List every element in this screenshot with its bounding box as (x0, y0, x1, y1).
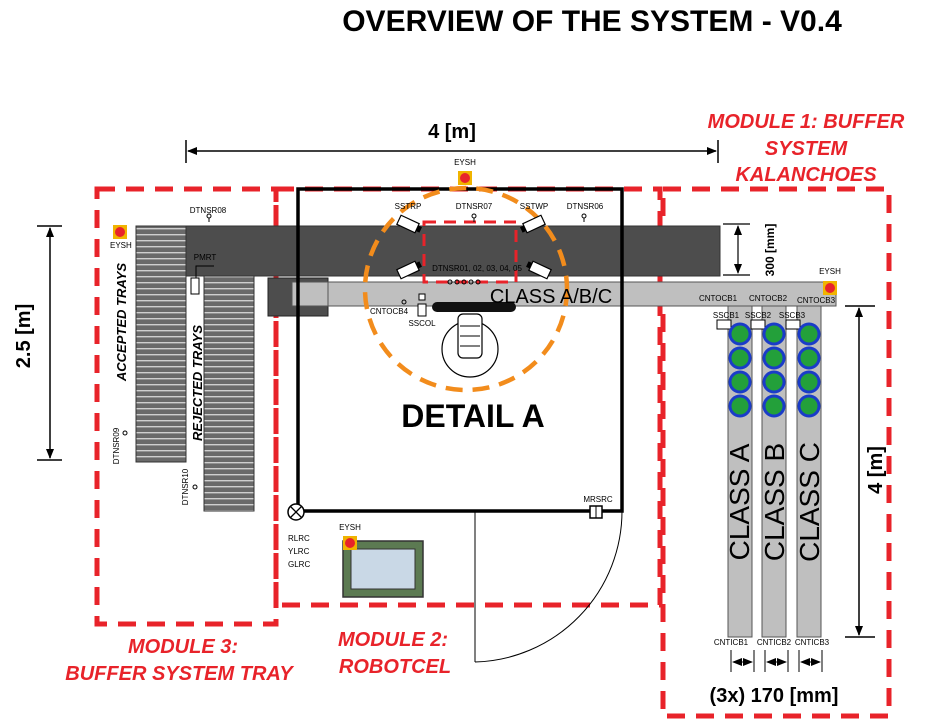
pmrt-label: PMRT (194, 253, 217, 262)
eysh-label: EYSH (819, 267, 841, 276)
sensor-cntocb4-icon (401, 299, 407, 305)
robot-icon (432, 302, 516, 378)
sscb1-icon (716, 319, 732, 330)
cntocb2-label: CNTOCB2 (749, 294, 788, 303)
sscb3-label: SSCB3 (779, 311, 806, 320)
conveyor-width-label: 300 [mm] (763, 224, 777, 277)
sscb2-label: SSCB2 (745, 311, 772, 320)
cnticb3-label: CNTICB3 (795, 638, 830, 647)
glrc-label: GLRC (288, 560, 310, 569)
door (474, 510, 623, 663)
dtnsr-group-label: DTNSR01, 02, 03, 04, 05 (432, 264, 522, 273)
camera-sstrp-icon (396, 214, 422, 234)
sscb1-label: SSCB1 (713, 311, 740, 320)
width-dimension-label: 4 [m] (428, 121, 476, 143)
rejected-trays-conveyor (203, 274, 255, 512)
eysh-label: EYSH (339, 523, 361, 532)
conveyor-width-dimension: 300 [mm] (723, 223, 777, 277)
detail-a-circle (362, 185, 570, 393)
control-cabinet-screen (350, 548, 416, 590)
emergency-stop-icon (823, 281, 837, 295)
class-a-pallets (728, 322, 752, 418)
top-conveyor (185, 225, 721, 277)
eysh-label: EYSH (454, 158, 476, 167)
mrsrc-label: MRSRC (583, 495, 613, 504)
sensor-dtnsr07-icon (471, 213, 477, 222)
emergency-stop-icon (113, 225, 127, 239)
cntocb1-label: CNTOCB1 (699, 294, 738, 303)
rejected-trays-label: REJECTED TRAYS (190, 325, 205, 441)
module-1-label-line1: MODULE 1: BUFFER (708, 111, 905, 133)
height-dimension-label: 2.5 [m] (13, 304, 35, 368)
emergency-stop-icon (458, 171, 472, 185)
sscb3-icon (785, 319, 801, 330)
module-3-label-line1: MODULE 3: (128, 636, 238, 658)
dtnsr07-label: DTNSR07 (456, 202, 493, 211)
module-2-label-line2: ROBOTCEL (339, 656, 451, 678)
sensor-dtnsr06-icon (581, 213, 587, 222)
accepted-trays-label: ACCEPTED TRAYS (114, 263, 129, 383)
dtnsr09-label: DTNSR09 (112, 427, 121, 464)
ylrc-label: YLRC (288, 547, 310, 556)
eysh-label: EYSH (110, 241, 132, 250)
sensor-dtnsr09-icon (122, 430, 128, 436)
camera-sstwp-icon (520, 214, 546, 234)
sstrp-label: SSTRP (395, 202, 422, 211)
class-c-pallets (797, 322, 821, 418)
length-dimension-label: 4 [m] (865, 446, 887, 494)
class-c-label: CLASS C (794, 442, 825, 562)
pmrt-sensor-icon (190, 265, 214, 295)
accepted-trays-conveyor (135, 225, 187, 463)
cntocb3-label: CNTOCB3 (797, 296, 836, 305)
dtnsr08-label: DTNSR08 (190, 206, 227, 215)
sensor-sscol-icon (417, 293, 427, 317)
page-title: OVERVIEW OF THE SYSTEM - V0.4 (342, 5, 842, 38)
cnticb1-label: CNTICB1 (714, 638, 749, 647)
detail-inner-boundary (422, 220, 518, 284)
module-3-label-line2: BUFFER SYSTEM TRAY (65, 663, 294, 685)
height-dimension: 2.5 [m] (13, 225, 62, 461)
module-2-label-line1: MODULE 2: (338, 629, 448, 651)
camera-left-icon (396, 260, 422, 280)
dtnsr10-label: DTNSR10 (181, 468, 190, 505)
class-b-label: CLASS B (759, 443, 790, 561)
class-b-pallets (762, 322, 786, 418)
rlrc-label: RLRC (288, 534, 310, 543)
module-1-label-line2: SYSTEM (765, 138, 849, 160)
dtnsr06-label: DTNSR06 (567, 202, 604, 211)
emergency-stop-icon (343, 536, 357, 550)
lane-width-dimension: (3x) 170 [mm] (710, 650, 839, 707)
width-dimension: 4 [m] (185, 121, 719, 163)
cnticb2-label: CNTICB2 (757, 638, 792, 647)
class-a-label: CLASS A (724, 443, 755, 560)
module-3-boundary (94, 186, 279, 627)
sscol-label: SSCOL (408, 319, 436, 328)
sensor-dtnsr10-icon (192, 484, 198, 490)
class-abc-label: CLASS A/B/C (490, 286, 612, 308)
camera-right-icon (526, 260, 552, 280)
cntocb4-label: CNTOCB4 (370, 307, 409, 316)
sstwp-label: SSTWP (520, 202, 548, 211)
module-1-label-line3: KALANCHOES (735, 164, 877, 186)
detail-a-label: DETAIL A (401, 398, 544, 434)
sensor-dtnsr08-icon (206, 213, 212, 222)
lane-width-label: (3x) 170 [mm] (710, 685, 839, 707)
sensor-dtnsr-group-icon (447, 279, 481, 285)
length-dimension: 4 [m] (845, 305, 887, 638)
sscb2-icon (750, 319, 766, 330)
stack-light-icon (287, 503, 305, 521)
